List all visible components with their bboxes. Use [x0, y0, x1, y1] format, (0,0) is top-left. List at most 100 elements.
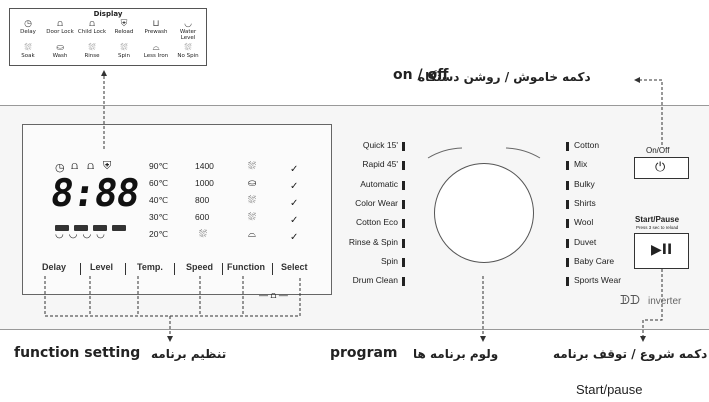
program-option[interactable]: Quick 15'	[362, 140, 398, 150]
program-tick	[402, 161, 405, 171]
lock-icon: ⩍	[71, 160, 79, 172]
function-row: Delay Level Temp. Speed Function Select	[22, 262, 332, 276]
program-tick	[402, 238, 405, 248]
program-option[interactable]: Sports Wear	[574, 275, 622, 286]
start-caption-en: Start/pause	[576, 382, 643, 397]
program-option[interactable]: Rapid 45'	[362, 159, 398, 170]
legend-item-label: Prewash	[144, 29, 168, 35]
program-tick	[566, 238, 569, 248]
level-button[interactable]: Level	[90, 262, 114, 272]
legend-item-label: No Spin	[177, 53, 199, 59]
program-option[interactable]: Automatic	[360, 178, 398, 189]
program-option[interactable]: Cotton	[574, 140, 600, 150]
function-caption-fa: تنظیم برنامه	[151, 347, 227, 361]
startpause-label: Start/Pause	[635, 215, 680, 224]
legend-item-label: Child Lock	[77, 29, 107, 35]
water-level-icons: ◡◡◡◡	[55, 229, 110, 240]
speed-option: 800	[195, 195, 210, 205]
temp-option: 30℃	[149, 212, 169, 222]
program-option[interactable]: Rinse & Spin	[348, 236, 398, 247]
shirt-icon: ⛨	[120, 19, 128, 29]
wash-icon: ⛀	[248, 178, 257, 189]
program-tick	[566, 161, 569, 171]
program-option[interactable]: Shirts	[574, 197, 596, 208]
function-button[interactable]: Function	[227, 262, 265, 272]
program-dial[interactable]	[434, 163, 534, 263]
lock-icon: ⩍	[57, 19, 63, 29]
onoff-caption-en: on / off	[393, 67, 449, 83]
program-tick	[566, 219, 569, 229]
legend-item-label: Reload	[114, 29, 134, 35]
program-option[interactable]: Baby Care	[574, 255, 615, 266]
check-marks: ✓✓✓✓✓	[290, 164, 299, 243]
legend-item-label: Less Iron	[143, 53, 169, 59]
temp-option: 40℃	[149, 195, 169, 205]
onoff-button[interactable]: ⏻	[634, 157, 689, 179]
program-option[interactable]: Mix	[574, 159, 588, 170]
legend-item: ⛆Soak	[12, 43, 44, 59]
select-button[interactable]: Select	[281, 262, 308, 272]
program-tick	[402, 277, 405, 287]
child-lock-combo-icon: — ⩍ —	[259, 290, 288, 300]
legend-item: ⊔Prewash	[140, 19, 172, 35]
program-tick	[566, 257, 569, 267]
spin-icon: ⛆	[248, 212, 256, 223]
program-tick	[402, 219, 405, 229]
program-option[interactable]: Bulky	[574, 178, 595, 189]
child-lock-icon: ⩍	[89, 19, 95, 29]
legend-item-label: Soak	[21, 53, 35, 59]
program-caption-en: program	[330, 345, 398, 361]
no-spin-icon: ⛆	[184, 43, 192, 53]
program-caption-fa: ولوم برنامه ها	[413, 347, 499, 361]
program-option[interactable]: Drum Clean	[352, 275, 398, 286]
brand-text: inverter	[648, 296, 682, 307]
speed-option: 600	[195, 212, 210, 222]
legend-item: ⩍Child Lock	[76, 19, 108, 35]
startpause-sublabel: Press 3 sec to reload	[636, 225, 679, 230]
legend-item-label: Spin	[118, 53, 130, 59]
level-bars	[55, 216, 127, 235]
shirt-icon: ⛨	[103, 160, 112, 172]
program-tick	[566, 180, 569, 190]
program-tick	[402, 257, 405, 267]
inverter-logo-icon: ᗫᗪ	[620, 293, 640, 307]
water-level-icon: ◡	[184, 19, 192, 29]
legend-item: ◡Water Level	[172, 19, 204, 41]
display-legend: Display ◷Delay⩍Door Lock⩍Child Lock⛨Relo…	[9, 8, 207, 66]
clock-icon: ◷	[24, 19, 32, 29]
legend-item: ⛆Rinse	[76, 43, 108, 59]
legend-item-label: Delay	[20, 29, 36, 35]
speed-option: 1000	[195, 178, 214, 188]
temp-button[interactable]: Temp.	[137, 262, 163, 272]
legend-item-label: Wash	[52, 53, 68, 59]
legend-item-label: Door Lock	[46, 29, 74, 35]
program-option[interactable]: Wool	[574, 217, 594, 228]
legend-item: ◷Delay	[12, 19, 44, 35]
program-tick	[402, 142, 405, 151]
spin-icon: ⛆	[120, 43, 128, 53]
power-icon: ⏻	[655, 160, 666, 175]
rinse-icon: ⛆	[88, 43, 96, 53]
delay-button[interactable]: Delay	[42, 262, 67, 272]
program-tick	[566, 199, 569, 209]
program-option[interactable]: Spin	[380, 255, 398, 266]
legend-item: ⛆Spin	[108, 43, 140, 59]
onoff-caption-fa: دکمه خاموش / روشن دستگاه	[418, 70, 591, 84]
legend-item-label: Rinse	[84, 53, 100, 59]
startpause-button[interactable]: ▶II	[634, 233, 689, 269]
display-legend-title: Display	[93, 10, 123, 18]
child-lock-icon: ⩍	[87, 160, 95, 172]
program-option[interactable]: Color Wear	[355, 197, 398, 208]
speed-button[interactable]: Speed	[186, 262, 214, 272]
legend-item: ⛀Wash	[44, 43, 76, 59]
legend-item: ⌓Less Iron	[140, 43, 172, 59]
program-tick	[402, 180, 405, 190]
start-caption-fa: دکمه شروع / توقف برنامه	[553, 347, 708, 361]
program-tick	[402, 199, 405, 209]
rinse-icon: ⛆	[248, 195, 256, 206]
play-pause-icon: ▶II	[651, 242, 673, 258]
program-option[interactable]: Duvet	[574, 236, 597, 247]
program-option[interactable]: Cotton Eco	[355, 217, 398, 228]
